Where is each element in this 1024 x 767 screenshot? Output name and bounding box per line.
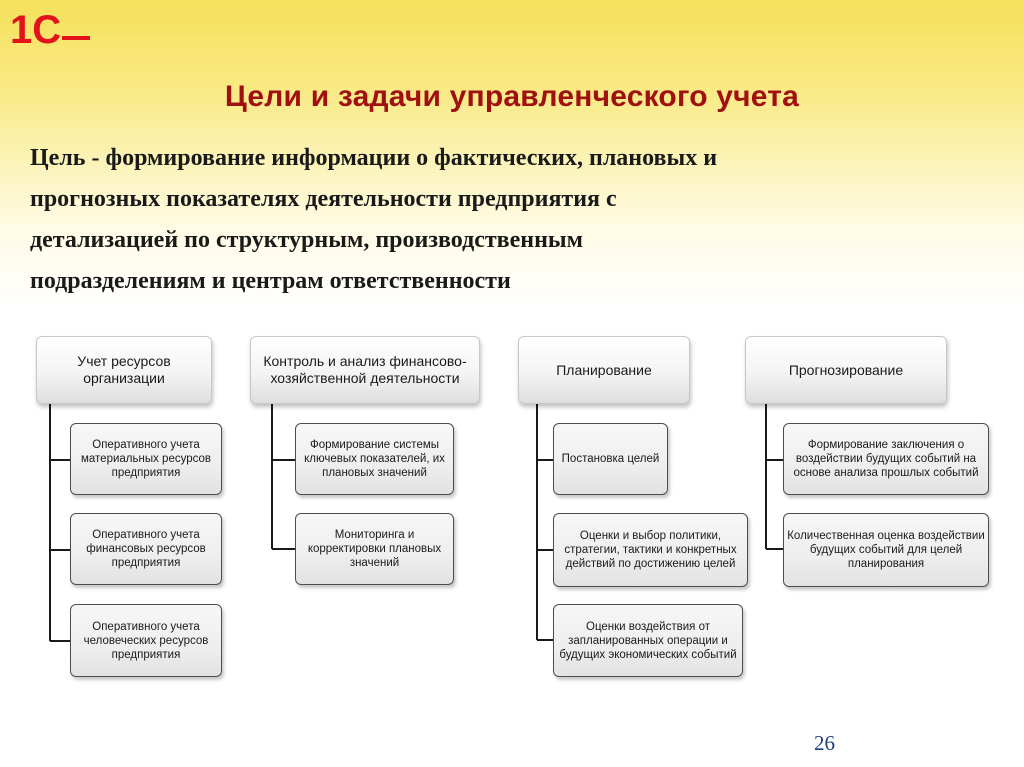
column-header-planning: Планирование <box>518 336 690 404</box>
sub-item: Оперативного учета финансовых ресурсов п… <box>70 513 222 585</box>
sub-item: Количественная оценка воздействии будущи… <box>783 513 989 587</box>
1c-logo: 1С <box>10 8 90 48</box>
sub-item: Формирование заключения о воздействии бу… <box>783 423 989 495</box>
logo-text: 1С <box>10 8 61 48</box>
goal-statement: Цель - формирование информации о фактиче… <box>30 138 1015 302</box>
sub-item: Оперативного учета материальных ресурсов… <box>70 423 222 495</box>
sub-item: Постановка целей <box>553 423 668 495</box>
sub-item: Оценки и выбор политики, стратегии, такт… <box>553 513 748 587</box>
goal-line: прогнозных показателях деятельности пред… <box>30 186 617 212</box>
slide-title: Цели и задачи управленческого учета <box>224 80 800 113</box>
goal-line: Цель - формирование информации о фактиче… <box>30 145 718 171</box>
column-header-resources: Учет ресурсов организации <box>36 336 212 404</box>
sub-item: Мониторинга и корректировки плановых зна… <box>295 513 454 585</box>
page-number: 26 <box>814 731 835 755</box>
sub-item: Оперативного учета человеческих ресурсов… <box>70 604 222 677</box>
column-header-control: Контроль и анализ финансово-хозяйственно… <box>250 336 480 404</box>
goal-line: детализацией по структурным, производств… <box>30 227 584 253</box>
column-header-forecasting: Прогнозирование <box>745 336 947 404</box>
goal-line: подразделениям и центрам ответственности <box>30 268 511 294</box>
sub-item: Формирование системы ключевых показателе… <box>295 423 454 495</box>
sub-item: Оценки воздействия от запланированных оп… <box>553 604 743 677</box>
